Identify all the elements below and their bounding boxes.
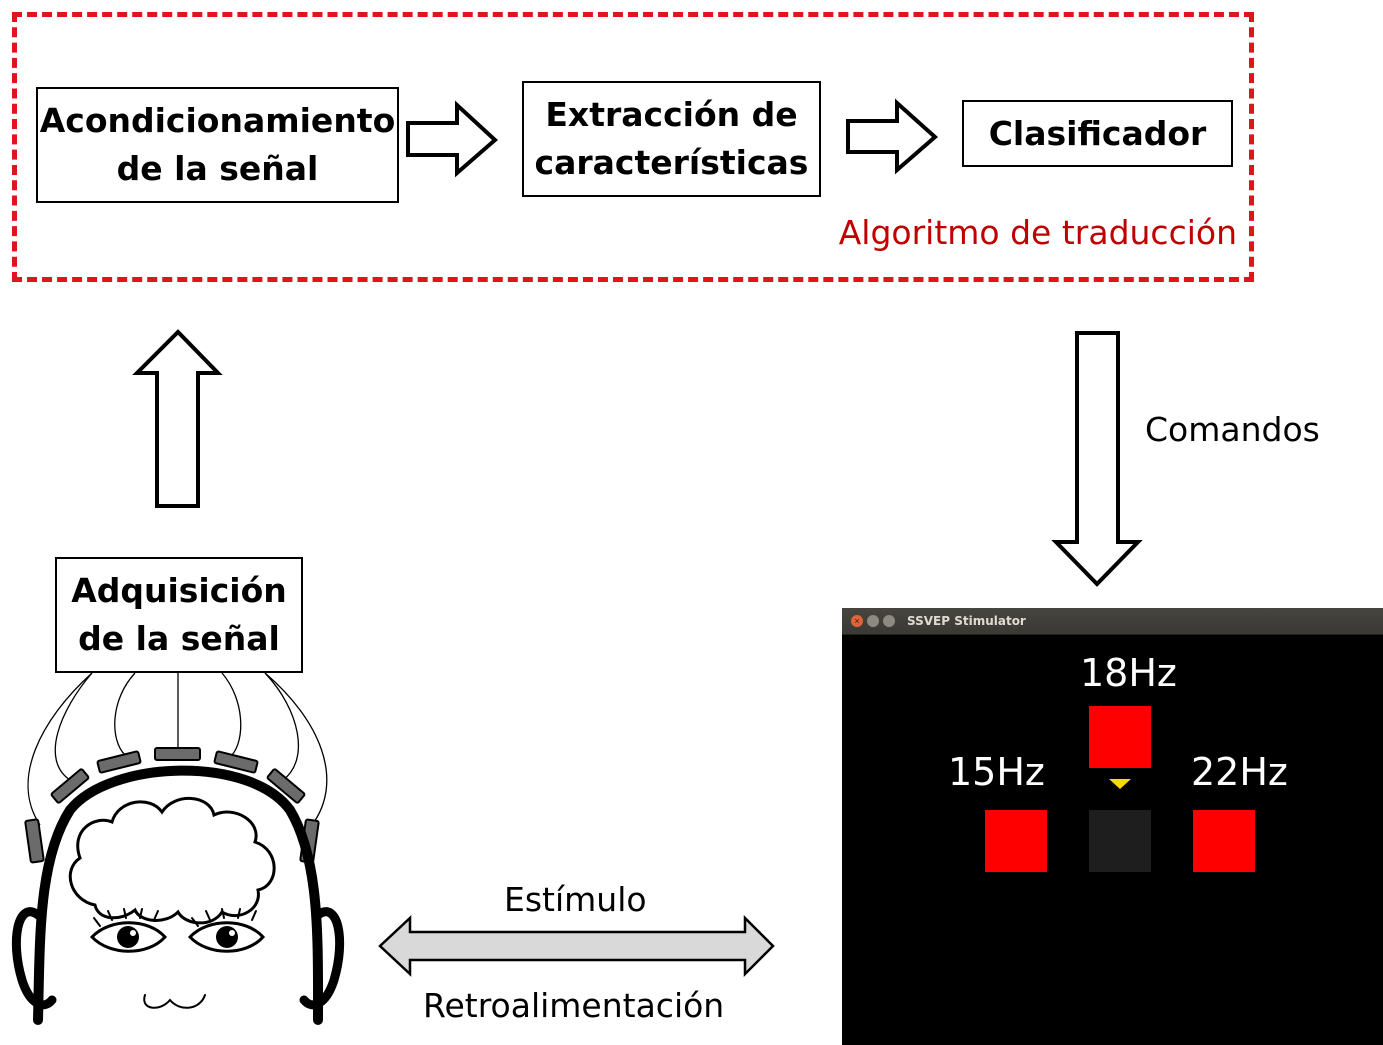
stimulus-label-18hz: 18Hz — [1080, 651, 1177, 695]
commands-label: Comandos — [1145, 410, 1320, 449]
stimulus-square-15hz — [985, 810, 1047, 872]
stimulus-label: Estímulo — [504, 880, 647, 919]
right-arrow-icon — [846, 98, 939, 175]
feedback-label: Retroalimentación — [423, 986, 725, 1025]
head-illustration — [11, 765, 345, 1025]
right-pupil — [216, 926, 238, 948]
down-arrow-icon — [1051, 331, 1143, 587]
classifier-box: Clasificador — [962, 100, 1233, 167]
selection-indicator-icon — [1109, 779, 1131, 789]
translation-algorithm-label: Algoritmo de traducción — [838, 213, 1237, 252]
center-square — [1089, 810, 1151, 872]
up-arrow-icon — [132, 329, 223, 508]
translation-algorithm-group — [12, 12, 1254, 282]
window-title: SSVEP Stimulator — [907, 614, 1026, 628]
signal-conditioning-line-2: de la señal — [116, 149, 319, 188]
maximize-icon[interactable] — [883, 615, 895, 627]
feature-extraction-line-2: características — [534, 143, 809, 182]
stimulus-square-18hz — [1089, 706, 1151, 768]
signal-acquisition-box: Adquisición de la señal — [55, 557, 303, 673]
stimulus-label-15hz: 15Hz — [948, 750, 1045, 794]
stimulus-label-22hz: 22Hz — [1191, 750, 1288, 794]
signal-acquisition-line-2: de la señal — [78, 619, 280, 658]
feature-extraction-box: Extracción de características — [522, 81, 821, 197]
right-arrow-icon — [406, 100, 498, 178]
electrode-wires — [27, 672, 328, 826]
window-titlebar: × SSVEP Stimulator — [842, 608, 1383, 635]
left-pupil — [117, 926, 139, 948]
signal-conditioning-box: Acondicionamiento de la señal — [36, 87, 399, 203]
double-arrow-icon — [378, 914, 775, 978]
close-icon[interactable]: × — [851, 615, 863, 627]
electrode-icons — [24, 747, 320, 864]
classifier-label: Clasificador — [988, 113, 1207, 153]
feature-extraction-line-1: Extracción de — [545, 95, 798, 135]
signal-acquisition-line-1: Adquisición — [71, 571, 287, 611]
stimulus-square-22hz — [1193, 810, 1255, 872]
signal-conditioning-line-1: Acondicionamiento — [39, 101, 396, 141]
ssvep-stimulator-window: × SSVEP Stimulator 18Hz 15Hz 22Hz — [842, 608, 1383, 1045]
minimize-icon[interactable] — [867, 615, 879, 627]
